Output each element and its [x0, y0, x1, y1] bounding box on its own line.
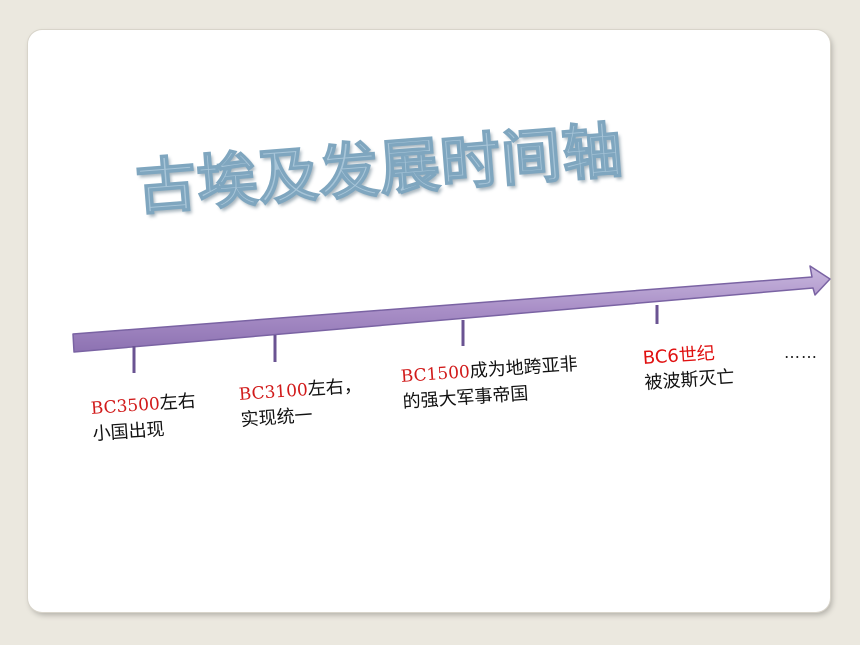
- event-date: BC1500: [400, 362, 471, 387]
- event-label-1: BC3500左右 小国出现: [90, 389, 198, 447]
- timeline-continuation: ……: [784, 343, 818, 362]
- event-date: BC3500: [90, 394, 161, 419]
- event-date: BC6世纪: [642, 342, 716, 369]
- event-date: BC3100: [238, 380, 309, 405]
- event-label-2: BC3100左右， 实现统一: [238, 373, 364, 432]
- event-text: 成为地跨亚非: [469, 353, 579, 383]
- event-label-4: BC6世纪 被波斯灭亡: [642, 340, 735, 396]
- timeline-arrow: [72, 265, 831, 353]
- event-text: 左右: [159, 390, 197, 415]
- event-text: 左右，: [307, 375, 363, 401]
